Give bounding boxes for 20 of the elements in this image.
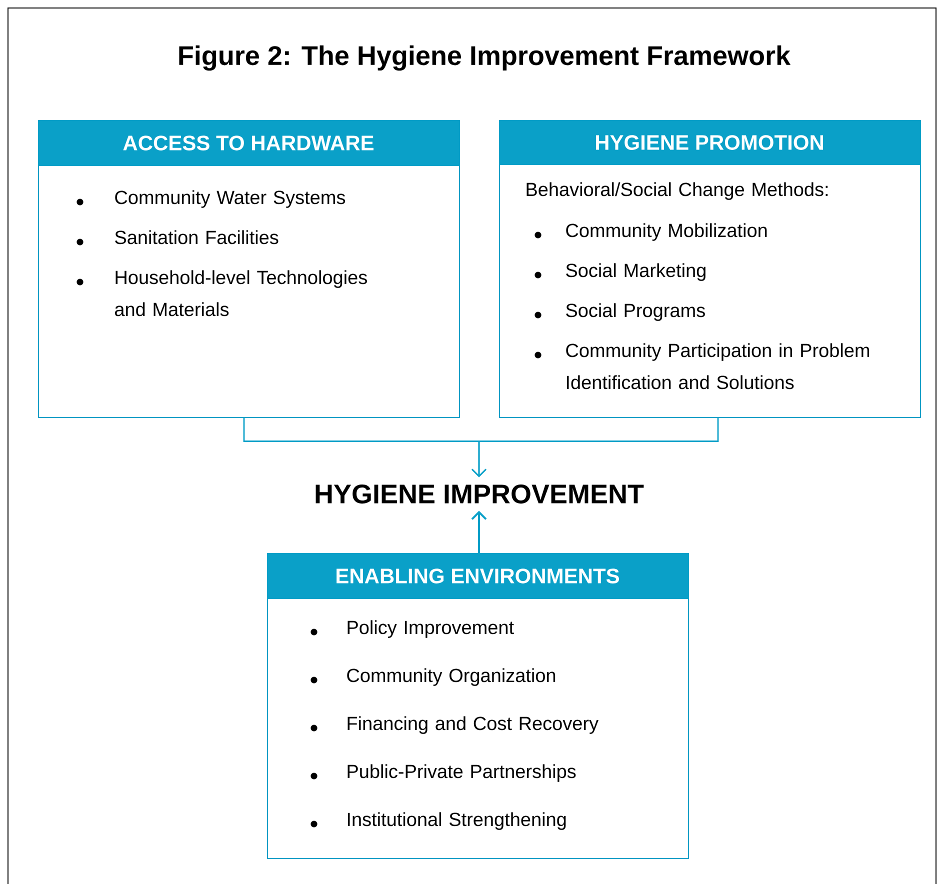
header-band: ACCESS TO HARDWARE bbox=[38, 120, 459, 166]
list-item: Financing and Cost Recovery bbox=[310, 716, 598, 734]
intro-text: Behavioral/Social Change Methods: bbox=[526, 182, 828, 200]
list-item: Social Marketing bbox=[534, 263, 706, 281]
list-item: Household-level Technologies and Materials bbox=[76, 270, 367, 316]
list-item: Institutional Strengthening bbox=[310, 812, 566, 830]
list-item: Social Programs bbox=[534, 303, 705, 321]
arrow bbox=[471, 510, 487, 553]
list-item: Community Organization bbox=[310, 668, 556, 686]
title: Figure 2: The Hygiene Improvement Framework bbox=[179, 45, 791, 71]
list-item: Policy Improvement bbox=[310, 620, 514, 638]
list-item: Community Water Systems bbox=[76, 190, 346, 208]
list-item: Sanitation Facilities bbox=[76, 230, 278, 246]
header-band: ENABLING ENVIRONMENTS bbox=[267, 553, 688, 599]
header-band: HYGIENE PROMOTION bbox=[499, 120, 920, 165]
list-item: Public-Private Partnerships bbox=[310, 764, 576, 782]
list-item: Community Mobilization bbox=[534, 223, 767, 241]
arrow bbox=[472, 418, 719, 478]
list-item: Community Participation in Problem Identification and Solutions bbox=[534, 343, 870, 390]
center-label: HYGIENE IMPROVEMENT bbox=[316, 484, 644, 504]
